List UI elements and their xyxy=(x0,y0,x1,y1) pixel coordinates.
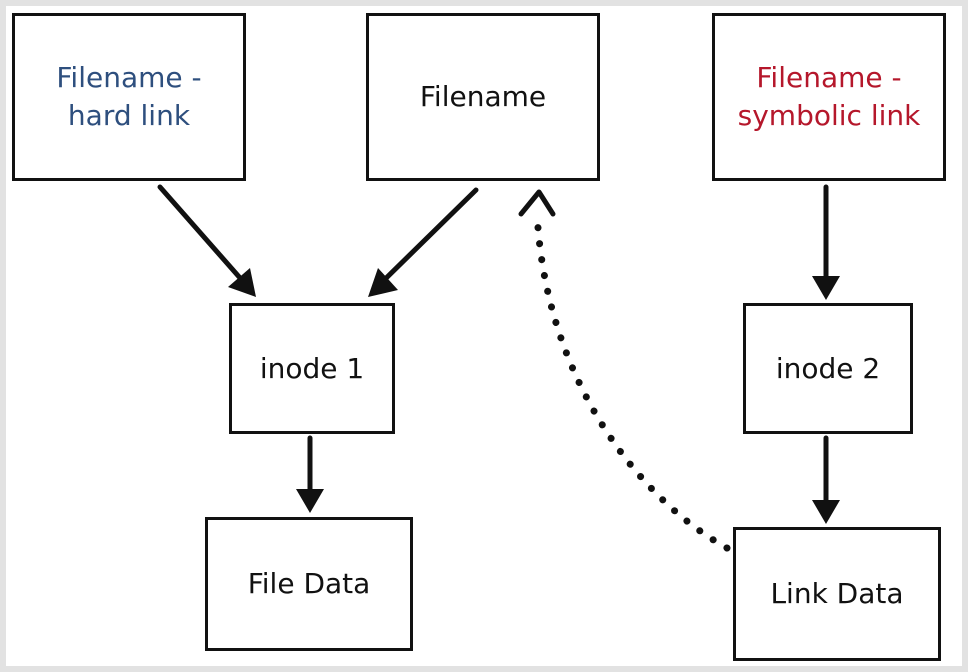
filename-box: Filename xyxy=(366,13,600,181)
inode-1-box: inode 1 xyxy=(229,303,395,434)
inode-2-box: inode 2 xyxy=(743,303,913,434)
hard-link-label: Filename - hard link xyxy=(56,61,202,132)
link-data-box: Link Data xyxy=(733,527,941,661)
link-data-label: Link Data xyxy=(770,577,904,611)
filename-label: Filename xyxy=(419,80,547,114)
arrow-hardlink-to-inode1 xyxy=(157,184,256,297)
symbolic-link-filename-box: Filename - symbolic link xyxy=(712,13,946,181)
arrow-inode2-to-linkdata xyxy=(812,435,840,524)
arrow-symlink-to-inode2 xyxy=(812,184,840,300)
file-data-label: File Data xyxy=(247,567,371,601)
inode-1-label: inode 1 xyxy=(259,351,365,385)
file-data-box: File Data xyxy=(205,517,413,651)
symbolic-link-label: Filename - symbolic link xyxy=(737,61,921,132)
inode-2-label: inode 2 xyxy=(775,351,881,385)
arrow-inode1-to-filedata xyxy=(296,435,324,513)
arrow-linkdata-to-filename-dotted xyxy=(518,189,731,552)
arrow-filename-to-inode1 xyxy=(368,187,479,297)
hard-link-filename-box: Filename - hard link xyxy=(12,13,246,181)
